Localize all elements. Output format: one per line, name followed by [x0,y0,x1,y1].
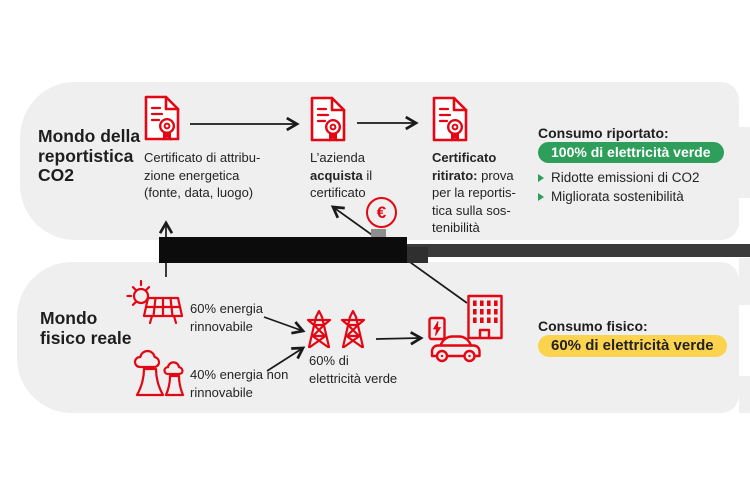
power-grid-icon [306,309,366,349]
redaction-bar [159,237,407,263]
euro-icon: € [366,197,397,228]
power-plant-icon [133,349,185,397]
certificate-icon [432,96,468,142]
redaction-bar-step [407,247,428,263]
green-electricity-badge: 100% di elettricità verde [538,142,724,163]
physical-electricity-badge: 60% di elettricità verde [538,335,727,357]
physical-consumption-icon [428,294,503,363]
cert-purchase-caption: L’azienda acquista il certificato [310,150,373,200]
certificate-icon [144,95,180,141]
band-edge-tab [739,376,750,413]
redaction-artifact [371,229,386,237]
cert-retired-caption: Certificato ritirato: prova per la repor… [432,150,516,235]
benefit-item: Ridotte emissioni di CO2 [538,170,700,185]
cert-attribution-caption: Certificato di attribu- zione energetica… [144,150,261,200]
band-edge-tab [739,258,750,305]
solar-panel-icon [126,279,184,325]
nonrenewable-label: 40% energia non rinnovabile [190,367,289,400]
bullet-triangle-icon [538,192,544,201]
grid-mix-label: 60% di elettricità verde [309,353,398,386]
band-edge-tab [739,127,750,198]
certificate-icon [310,96,346,142]
bullet-triangle-icon [538,173,544,182]
redaction-bar-thin [407,244,750,257]
reported-benefits-list: Ridotte emissioni di CO2 Migliorata sost… [538,166,700,204]
renewable-label: 60% energia rinnovabile [190,301,263,334]
benefit-item: Migliorata sostenibilità [538,189,700,204]
top-world-title: Mondo della reportistica CO2 [38,126,141,185]
bottom-world-title: Mondo fisico reale [40,308,132,348]
physical-consumption-heading: Consumo fisico: [538,318,648,334]
reported-consumption-heading: Consumo riportato: [538,125,669,141]
